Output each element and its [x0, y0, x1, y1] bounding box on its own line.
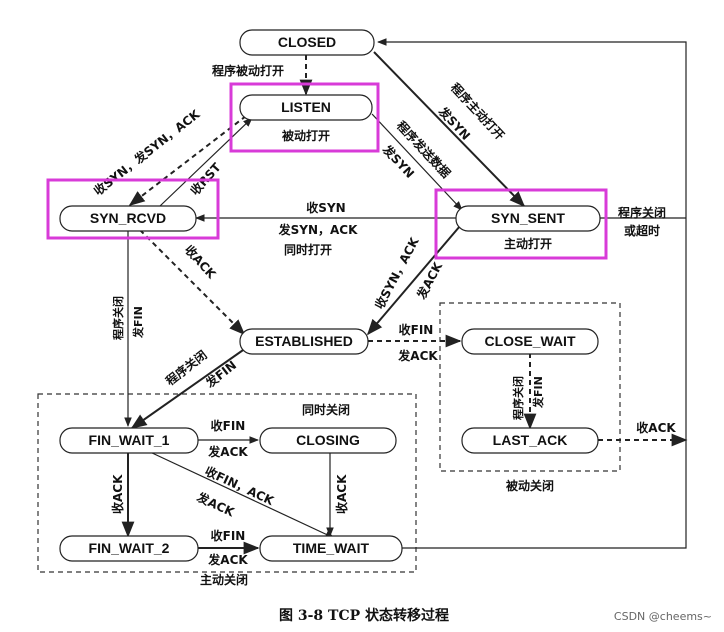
label-prog-close-timeout-1: 程序关闭: [618, 205, 666, 220]
state-close-wait: CLOSE_WAIT: [461, 328, 599, 355]
edge-listen-synsent: [371, 113, 463, 211]
label-prog-close-timeout-2: 或超时: [624, 223, 660, 238]
highlight-listen: [229, 82, 380, 153]
label-prog-close-2: 程序关闭: [163, 347, 210, 388]
label-recv-ack-1: 收ACK: [182, 242, 220, 282]
svg-text:LISTEN: LISTEN: [281, 99, 331, 115]
edge-synrcvd-listen: [159, 117, 253, 207]
label-recv-syn-send-synack: 收SYN，发SYN，ACK: [91, 106, 203, 198]
label-recv-syn: 收SYN: [306, 200, 345, 215]
edge-established-finwait1: [130, 347, 247, 429]
state-listen: LISTEN: [239, 94, 373, 121]
svg-text:TIME_WAIT: TIME_WAIT: [293, 540, 370, 556]
state-fin-wait-1: FIN_WAIT_1: [59, 427, 199, 454]
state-established: ESTABLISHED: [239, 328, 369, 355]
label-passive-open: 被动打开: [282, 128, 330, 143]
state-syn-rcvd: SYN_RCVD: [59, 205, 197, 232]
svg-text:FIN_WAIT_2: FIN_WAIT_2: [89, 540, 170, 556]
state-last-ack: LAST_ACK: [461, 427, 599, 454]
label-simultaneous-open: 同时打开: [284, 242, 332, 257]
label-prog-close-3: 程序关闭: [511, 376, 525, 420]
edge-closed-synsent: [373, 51, 526, 208]
highlight-syn-rcvd: [46, 178, 220, 240]
passive-close-group: [439, 302, 621, 472]
state-syn-sent: SYN_SENT: [455, 205, 601, 232]
label-recv-ack-4: 收ACK: [334, 474, 349, 514]
svg-text:ESTABLISHED: ESTABLISHED: [255, 333, 353, 349]
edge-listen-synrcvd: [128, 115, 247, 206]
label-passive-open-prog: 程序被动打开: [212, 63, 284, 78]
state-closed: CLOSED: [239, 29, 375, 56]
label-send-ack-3: 发ACK: [207, 444, 248, 459]
svg-text:SYN_RCVD: SYN_RCVD: [90, 210, 166, 226]
svg-text:SYN_SENT: SYN_SENT: [491, 210, 565, 226]
label-send-ack-1: 发ACK: [413, 259, 446, 302]
label-recv-fin-2: 收FIN: [211, 418, 246, 433]
label-passive-close: 被动关闭: [506, 478, 554, 493]
state-fin-wait-2: FIN_WAIT_2: [59, 535, 199, 562]
label-send-ack-5: 发ACK: [207, 552, 248, 567]
active-close-group: [37, 393, 417, 573]
label-send-fin-3: 发FIN: [531, 376, 545, 409]
edge-synsent-established: [366, 225, 461, 336]
svg-text:FIN_WAIT_1: FIN_WAIT_1: [89, 432, 170, 448]
label-active-open: 主动打开: [504, 236, 552, 251]
label-prog-close-1: 程序关闭: [111, 296, 125, 340]
edge-timewait-closed: [377, 38, 687, 549]
svg-text:LAST_ACK: LAST_ACK: [493, 432, 568, 448]
edge-synrcvd-established: [139, 229, 246, 336]
label-send-fin-1: 发FIN: [131, 306, 145, 339]
label-recv-ack-3: 收ACK: [110, 474, 125, 514]
figure-caption: 图 3-8 TCP 状态转移过程: [279, 607, 449, 624]
svg-text:CLOSING: CLOSING: [296, 432, 360, 448]
label-recv-fin-3: 收FIN: [211, 528, 246, 543]
edge-finwait1-timewait: [149, 451, 335, 539]
svg-text:CLOSED: CLOSED: [278, 34, 336, 50]
label-active-close: 主动关闭: [200, 572, 248, 587]
label-send-ack-2: 发ACK: [397, 348, 438, 363]
state-time-wait: TIME_WAIT: [259, 535, 403, 562]
state-closing: CLOSING: [259, 427, 397, 454]
svg-text:CLOSE_WAIT: CLOSE_WAIT: [484, 333, 575, 349]
watermark: CSDN @cheems~: [614, 610, 712, 623]
label-recv-ack-2: 收ACK: [636, 420, 676, 435]
label-send-ack-4: 发ACK: [194, 489, 238, 520]
label-send-syn-ack: 发SYN，ACK: [278, 222, 358, 237]
label-simultaneous-close: 同时关闭: [302, 402, 350, 417]
highlight-syn-sent: [434, 188, 608, 260]
label-recv-fin-1: 收FIN: [399, 322, 434, 337]
